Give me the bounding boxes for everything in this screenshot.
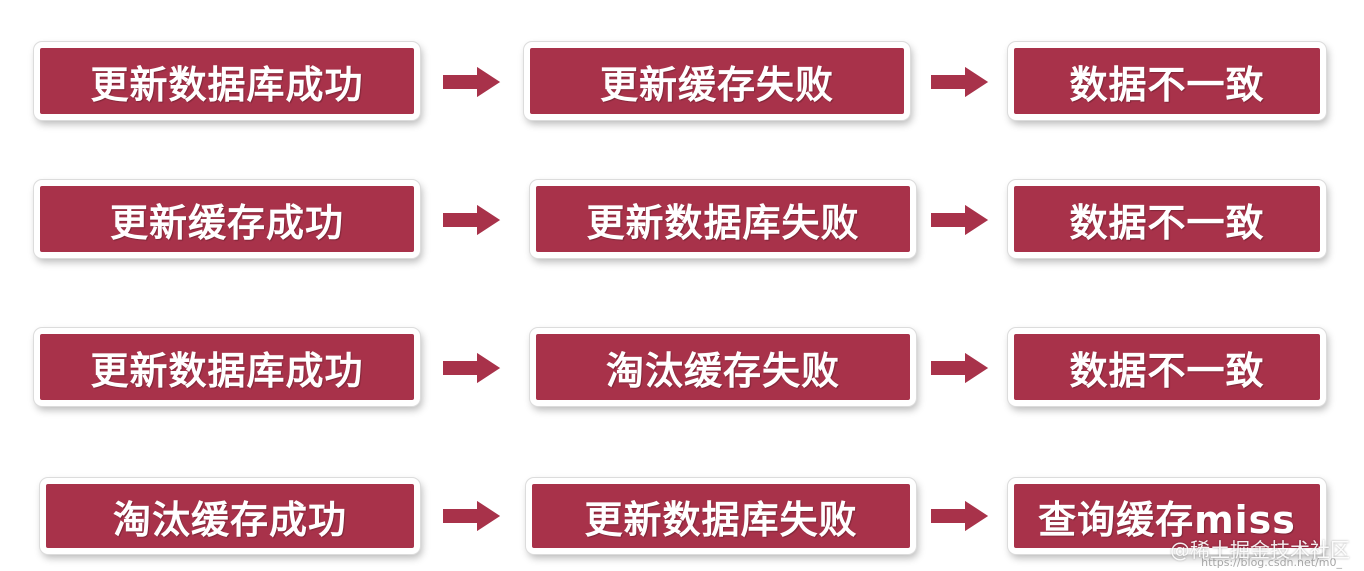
row3-step2-label: 淘汰缓存失败 [605,348,840,393]
row4-step2-box: 更新数据库失败 [526,478,916,554]
row2-result-label: 数据不一致 [1069,200,1265,245]
row1-arrow2-icon [929,63,992,101]
row3-step1-label: 更新数据库成功 [90,348,364,393]
row4-step1-box: 淘汰缓存成功 [40,478,420,554]
row1-step1-label: 更新数据库成功 [90,62,364,107]
row3-arrow1-icon [441,349,504,387]
row3-arrow2-icon [929,349,992,387]
row2-step1-box: 更新缓存成功 [34,180,420,258]
row3-step1-box: 更新数据库成功 [34,328,420,406]
row2-step2-label: 更新数据库失败 [586,200,860,245]
row4-arrow1-icon [441,497,504,535]
row3-result-label: 数据不一致 [1069,348,1265,393]
row2-arrow1-icon [441,201,504,239]
row1-step1-box: 更新数据库成功 [34,42,420,120]
row1-step2-label: 更新缓存失败 [599,62,834,107]
watermark-url: https://blog.csdn.net/m0_ [1201,556,1342,569]
row4-arrow2-icon [929,497,992,535]
row2-result-box: 数据不一致 [1008,180,1326,258]
row1-result-box: 数据不一致 [1008,42,1326,120]
row1-result-label: 数据不一致 [1069,62,1265,107]
row4-step2-label: 更新数据库失败 [584,497,858,542]
row4-result-label: 查询缓存miss [1038,497,1296,542]
row2-step1-label: 更新缓存成功 [109,200,344,245]
row2-step2-box: 更新数据库失败 [530,180,916,258]
row1-step2-box: 更新缓存失败 [524,42,910,120]
row4-result-box: 查询缓存miss [1008,478,1326,554]
row3-result-box: 数据不一致 [1008,328,1326,406]
watermark-text: @稀土掘金技术社区 [1170,538,1350,562]
row4-step1-label: 淘汰缓存成功 [112,497,347,542]
row1-arrow1-icon [441,63,504,101]
row3-step2-box: 淘汰缓存失败 [530,328,916,406]
row2-arrow2-icon [929,201,992,239]
